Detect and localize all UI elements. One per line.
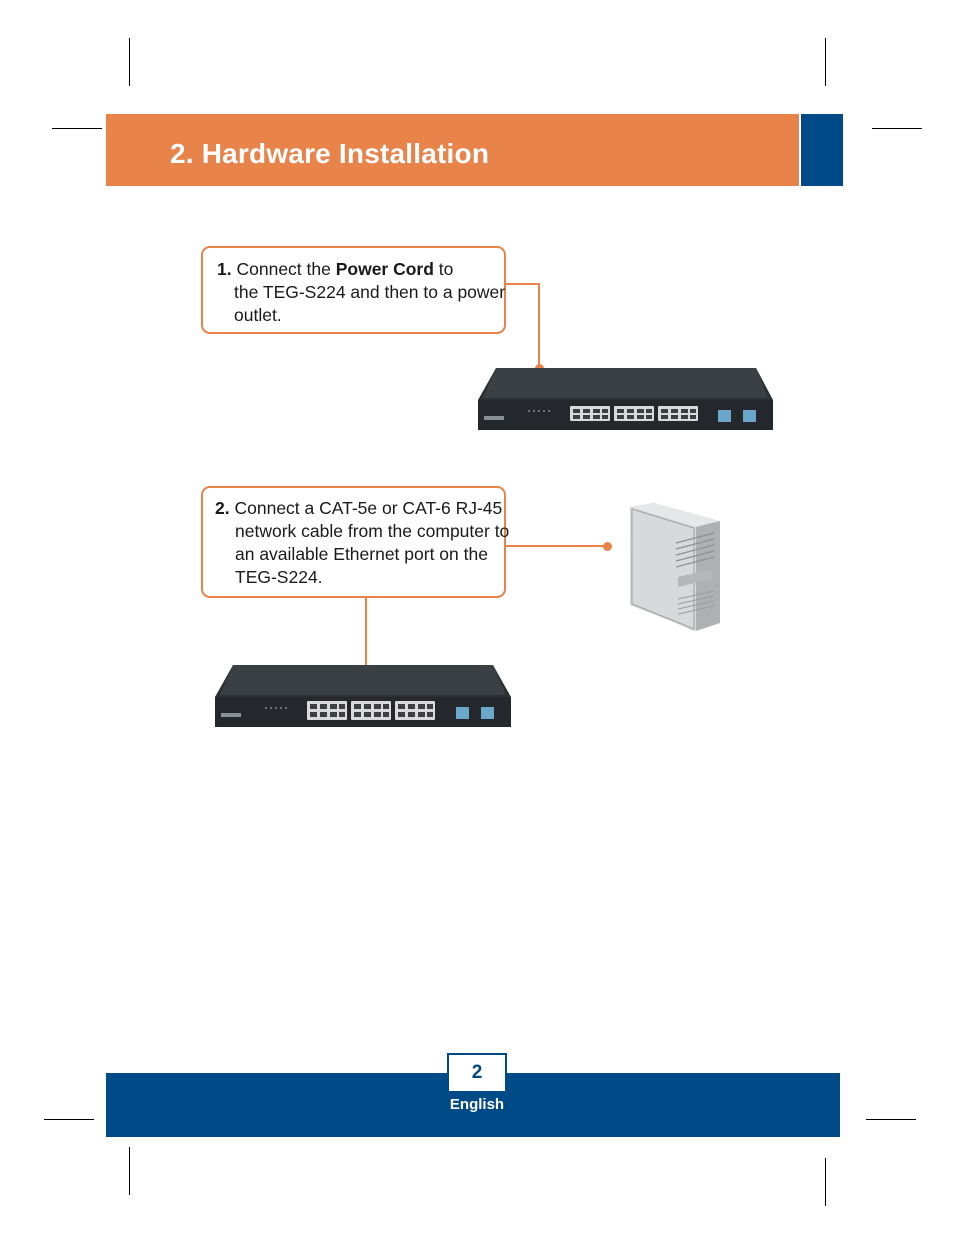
step-2-callout: 2. Connect a CAT-5e or CAT-6 RJ-45 netwo… [201,486,510,598]
section-header-tab [801,114,843,186]
crop-mark-top-left [129,38,130,86]
step-1-line-2: the TEG-S224 and then to a power [234,282,506,302]
step-1-line-1: 1. Connect the Power Cord to [217,258,504,281]
step-2-text: Connect a CAT-5e or CAT-6 RJ-45 [234,498,503,518]
page-number: 2 [447,1053,507,1093]
crop-mark-bottom-right [825,1158,826,1206]
crop-mark-right-lower [866,1119,916,1120]
crop-mark-top-right [825,38,826,86]
desktop-computer-icon [630,503,720,631]
section-header-band [106,114,799,186]
step-2-line-1: 2. Connect a CAT-5e or CAT-6 RJ-45 [215,497,504,520]
footer-language-label: English [449,1096,505,1113]
connector-step-1-vertical [538,283,540,367]
step-2-line-3: an available Ethernet port on the [235,544,488,564]
connector-step-2-computer-dot [603,541,612,551]
crop-mark-right-upper [872,128,922,129]
step-2-number: 2. [215,498,230,518]
network-switch-icon [478,368,773,430]
step-1-text-after: to [433,259,454,279]
network-switch-icon [215,665,511,727]
step-2-line-2: network cable from the computer to [235,521,510,541]
step-1-number: 1. [217,259,232,279]
crop-mark-left-upper [52,128,102,129]
step-1-callout: 1. Connect the Power Cord to the TEG-S22… [201,246,506,334]
connector-step-2-to-computer [506,545,606,547]
step-2-line-4: TEG-S224. [235,567,323,587]
step-1-text: Connect the [236,259,336,279]
step-1-bold-term: Power Cord [335,259,434,279]
connector-step-2-to-switch [365,598,367,702]
page-title: 2. Hardware Installation [170,138,490,169]
crop-mark-left-lower [44,1119,94,1120]
connector-step-1-horizontal [506,283,540,285]
crop-mark-bottom-left [129,1147,130,1195]
step-1-line-3: outlet. [234,305,282,325]
